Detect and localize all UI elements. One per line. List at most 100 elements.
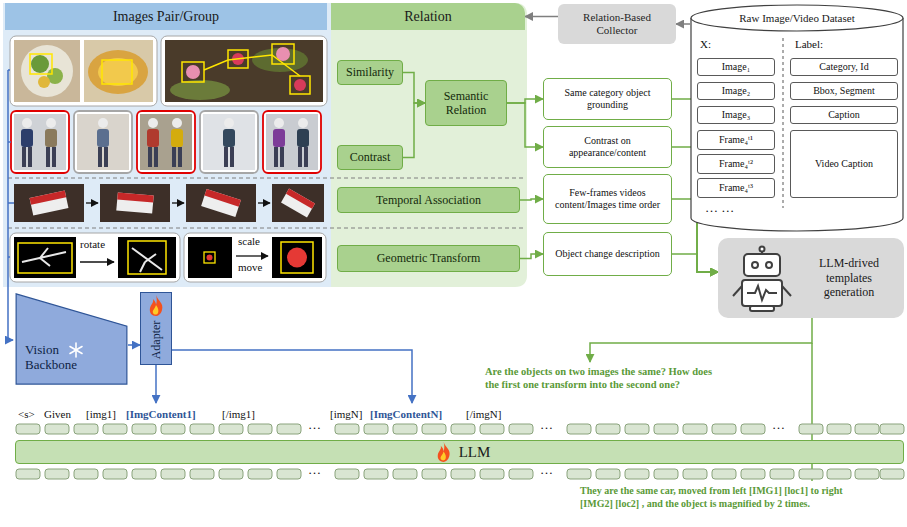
prompt-text: Are the objects on two images the same? … [485,366,717,391]
graphic-use [45,118,57,167]
relation-box: Similarity [337,60,403,85]
graphic-rect [272,184,324,222]
graphic-rect [480,424,504,434]
token-label: [/imgN] [466,408,501,421]
ellipsis: … [772,418,785,432]
text-block: Video Caption [815,158,873,170]
graphic-rect [654,424,678,434]
graphic-rect [827,424,851,434]
graphic-g [30,190,69,215]
text-block: LLM [459,444,491,461]
cylinder-top [691,5,903,31]
answer-text: They are the same car, moved from left [… [580,485,852,510]
graphic-rect [567,424,591,434]
graphic-polyline [204,55,300,76]
graphic-rect [290,76,310,94]
adapter-block: Adapter [140,292,172,365]
graphic-rect [16,424,40,434]
graphic-rect [596,424,620,434]
graphic-rect [137,111,195,173]
text-block: Temporal Association [376,193,481,207]
node-text: Similarity [346,65,394,79]
graphic-rect [132,424,156,434]
graphic-rect [480,469,504,479]
text-block: Frame₄ᵗ² [719,158,753,170]
graphic-rect [880,424,904,434]
ellipsis: … [540,418,553,432]
task-box: Same category object grounding [543,78,672,120]
graphic-rect [84,40,153,102]
graphic-use [21,118,33,167]
graphic-rect [451,469,475,479]
graphic-line [172,202,184,203]
graphic-path [22,248,66,266]
graphic-rect [190,469,214,479]
task-box: Object change description [543,232,672,276]
operation-label: scale [238,235,260,248]
graphic-g [281,189,315,218]
graphic-rect [16,469,40,479]
graphic-rect [750,306,774,311]
node-text: LLM [459,444,491,461]
graphic-rect [281,242,313,273]
panel-header: Relation [331,3,525,30]
node-text: Contrast on appearance/content [549,135,666,159]
graphic-rect [509,469,533,479]
text-block: Contrast [350,150,391,164]
backbone-block: Vision Backbone [15,293,128,385]
graphic-ellipse [98,58,138,86]
data-box: Frame₄ᵗ¹ [697,130,775,150]
graphic-rect [335,424,359,434]
graphic-rect [74,469,98,479]
graphic-ellipse [88,50,148,94]
graphic-use [97,118,109,167]
graphic-rect [451,424,475,434]
graphic-rect [422,469,446,479]
graphic-rect [18,243,72,273]
video-frames [14,184,324,222]
trainable-icon [438,442,450,462]
graphic-rect [188,237,232,278]
node-text: Frame₄ᵗ² [719,158,753,170]
graphic-rect [799,424,823,434]
person-images [11,111,321,173]
text-block: Few-frames videos content/Images time or… [549,187,666,211]
graphic-rect [272,44,294,64]
node-text: Contrast [350,150,391,164]
graphic-path [132,248,162,272]
graphic-rect [204,252,215,263]
connector [676,23,690,25]
node-text: Same category object grounding [549,87,666,111]
node-text: Relation-Based Collector [564,11,670,37]
graphic-rect [567,469,591,479]
graphic-rect [741,424,765,434]
ellipsis: … … [705,201,734,215]
graphic-circle [38,76,50,88]
label-box: Category, Id [790,58,898,76]
graphic-rect [266,114,318,170]
graphic-rect [741,469,765,479]
token-label: Given [44,408,71,421]
text-block: Similarity [346,65,394,79]
column-divider [783,38,784,208]
graphic-rect [103,424,127,434]
image-group [161,36,327,106]
connector [525,16,558,18]
graphic-use [147,118,159,167]
graphic-rect [364,469,388,479]
operation-label: move [238,261,262,274]
ellipsis: … [308,418,321,432]
graphic-rect [203,114,255,170]
label-box: Video Caption [790,130,898,198]
graphic-rect [200,111,258,173]
column-label: X: [700,38,711,51]
graphic-path [150,295,163,316]
connector [128,344,140,346]
graphic-rect [509,424,533,434]
frozen-icon [70,343,82,357]
token-label: [imgN] [330,408,362,421]
graphic-circle [21,45,73,97]
graphic-rect [596,469,620,479]
collector-box: Relation-Based Collector [558,4,676,44]
